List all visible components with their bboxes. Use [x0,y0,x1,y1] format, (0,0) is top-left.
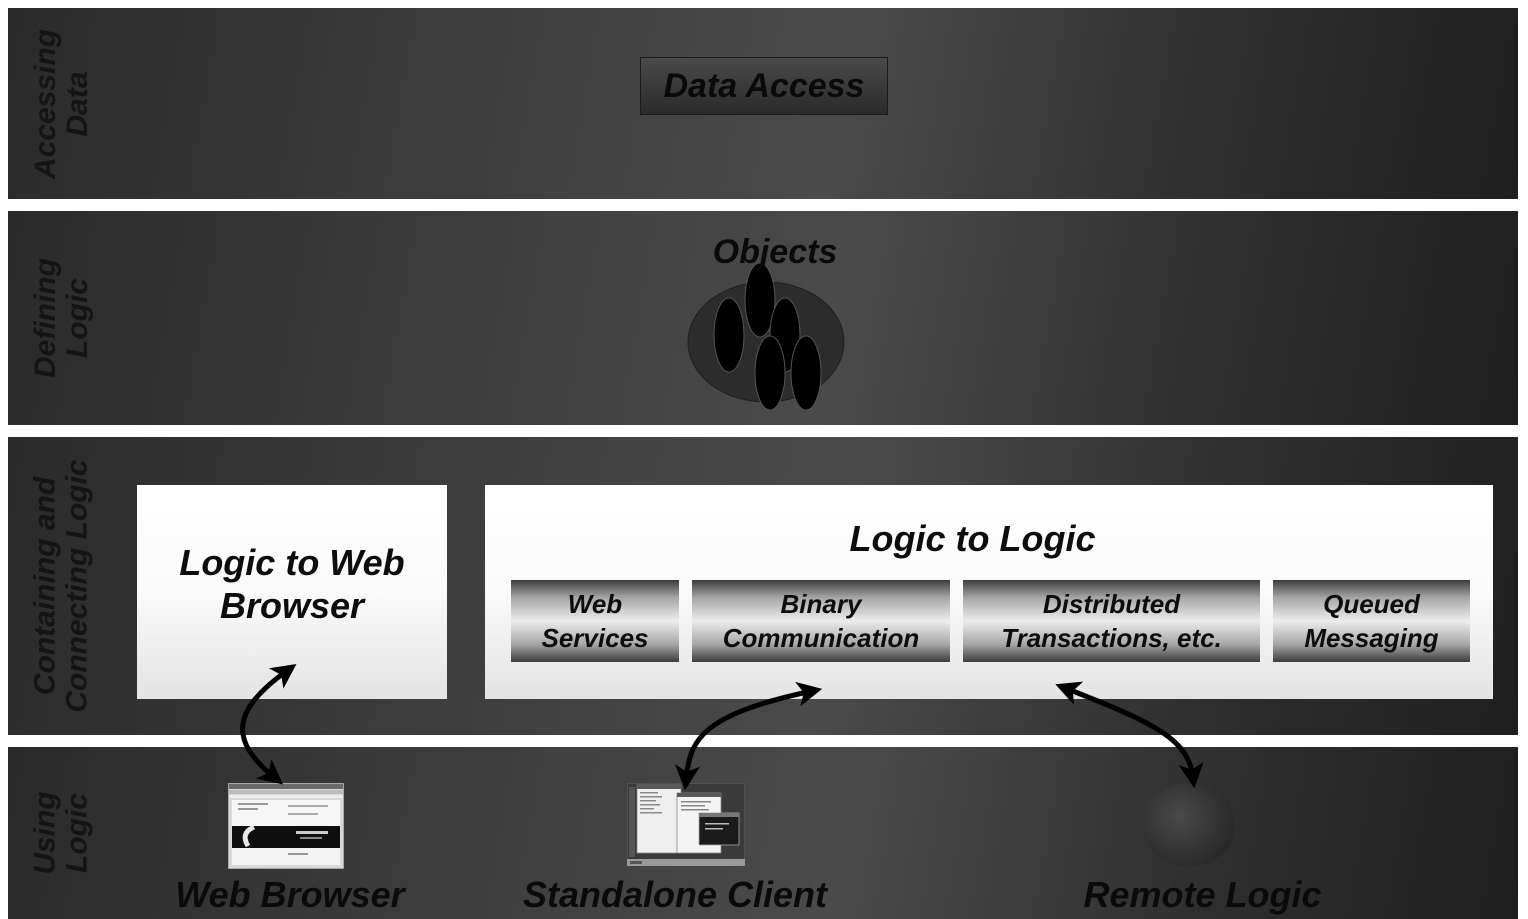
logic-to-web-browser-box [137,485,447,699]
distributed-transactions-box: Distributed Transactions, etc. [963,580,1260,662]
browser-screenshot-icon [228,783,344,869]
objects-cluster-icon [687,262,845,411]
layer-label: Accessing Data [29,28,95,179]
desktop-screenshot-icon [627,783,745,866]
data-access-box: Data Access [640,57,888,115]
web-browser-label: Web Browser [175,874,405,915]
logic-to-web-browser-title: Logic to Web Browser [179,542,405,626]
queued-messaging-box: Queued Messaging [1273,580,1470,662]
layer-label: Containing and Connecting Logic [29,459,95,713]
binary-communication-box: Binary Communication [692,580,950,662]
layer-label: Using Logic [29,791,94,875]
remote-logic-label: Remote Logic [1083,874,1322,915]
logic-to-logic-title: Logic to Logic [849,518,1096,559]
standalone-client-label: Standalone Client [522,874,828,915]
web-services-box: Web Services [511,580,679,662]
objects-label: Objects [712,233,838,271]
layer-label: Defining Logic [29,258,94,378]
remote-logic-sphere-icon [1143,783,1235,867]
